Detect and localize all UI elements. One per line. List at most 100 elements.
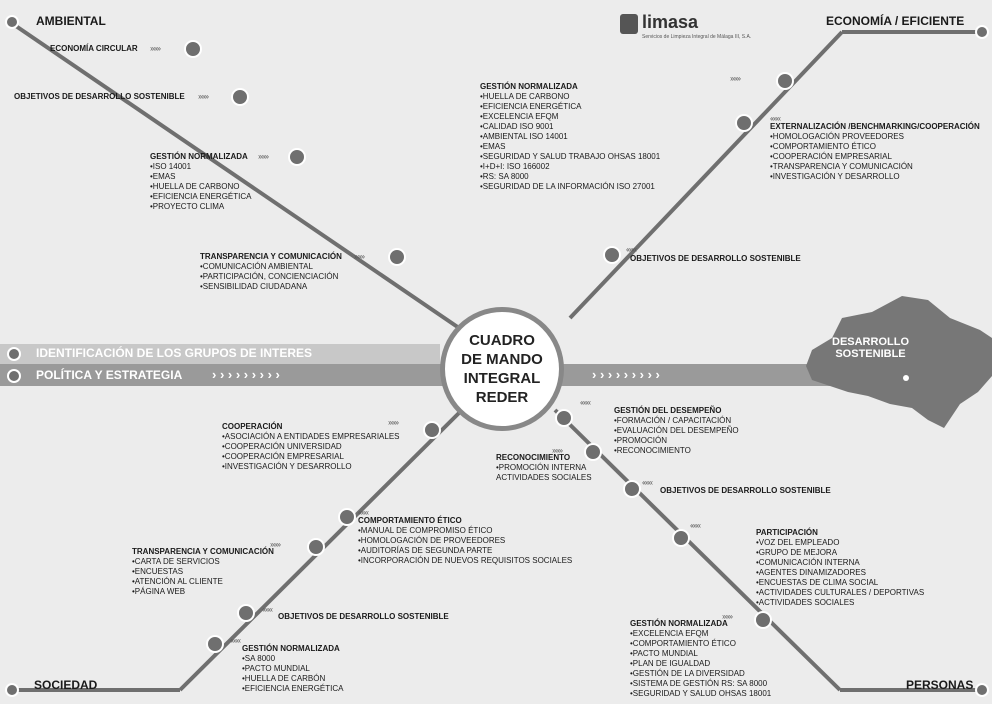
ambiental-economia-circular: ECONOMÍA CIRCULAR [50, 44, 138, 54]
chevron-marks: ‹‹‹‹‹‹ [580, 398, 591, 407]
center-hub: CUADRO DE MANDO INTEGRAL REDER [440, 307, 564, 431]
label-item: •PROMOCIÓN [614, 436, 668, 445]
label-item: •GRUPO DE MEJORA [756, 548, 838, 557]
label-item: •PACTO MUNDIAL [630, 649, 698, 658]
chevron-marks: ‹‹‹‹‹‹ [642, 478, 653, 487]
personas-reconocimiento: RECONOCIMIENTO •PROMOCIÓN INTERNA ACTIVI… [496, 453, 592, 483]
logo-subtitle: Servicios de Limpieza Integral de Málaga… [642, 34, 752, 40]
chevron-marks: ›››››› [150, 44, 161, 53]
label-item: •EMAS [480, 142, 506, 151]
station [423, 421, 441, 439]
personas-ods: OBJETIVOS DE DESARROLLO SOSTENIBLE [660, 486, 831, 496]
label-item: •GESTIÓN DE LA DIVERSIDAD [630, 669, 745, 678]
label-item: •PROYECTO CLIMA [150, 202, 225, 211]
label-item: •EVALUACIÓN DEL DESEMPEÑO [614, 426, 739, 435]
label-item: •ACTIVIDADES SOCIALES [756, 598, 855, 607]
label-item: •EXCELENCIA EFQM [630, 629, 709, 638]
label-item: •RECONOCIMIENTO [614, 446, 691, 455]
label-item: •INVESTIGACIÓN Y DESARROLLO [222, 462, 352, 471]
sociedad-comportamiento: COMPORTAMIENTO ÉTICO •MANUAL DE COMPROMI… [358, 516, 572, 566]
region-map [806, 296, 992, 428]
center-line-4: REDER [475, 389, 529, 406]
label-item: •EFICIENCIA ENERGÉTICA [242, 684, 344, 693]
label-item: •I+D+I: ISO 166002 [480, 162, 550, 171]
ambiental-transparencia: TRANSPARENCIA Y COMUNICACIÓN •COMUNICACI… [200, 252, 342, 292]
station [231, 88, 249, 106]
label-item: •TRANSPARENCIA Y COMUNICACIÓN [770, 162, 913, 171]
limasa-logo-mark [620, 14, 638, 34]
personas-desempeno: GESTIÓN DEL DESEMPEÑO •FORMACIÓN / CAPAC… [614, 406, 739, 456]
identification-bar [0, 344, 440, 364]
sociedad-transparencia: TRANSPARENCIA Y COMUNICACIÓN •CARTA DE S… [132, 547, 274, 597]
label-item: •INCORPORACIÓN DE NUEVOS REQUISITOS SOCI… [358, 556, 573, 565]
policy-bar-right [560, 364, 860, 386]
chevron-marks: ›››››› [388, 418, 399, 427]
chevron-marks: ‹‹‹‹‹‹ [626, 245, 637, 254]
center-line-3: INTEGRAL [463, 370, 541, 387]
label-item: •ASOCIACIÓN A ENTIDADES EMPRESARIALES [222, 432, 400, 441]
label-item: •RS: SA 8000 [480, 172, 529, 181]
label-item: •COOPERACIÓN EMPRESARIAL [222, 452, 344, 461]
chevron-marks: ‹‹‹‹‹‹ [230, 636, 241, 645]
label-item: •ENCUESTAS DE CLIMA SOCIAL [756, 578, 879, 587]
personas-participacion: PARTICIPACIÓN •VOZ DEL EMPLEADO •GRUPO D… [756, 528, 924, 608]
label-item: •EXCELENCIA EFQM [480, 112, 559, 121]
label-item: •SA 8000 [242, 654, 276, 663]
economia-ods: OBJETIVOS DE DESARROLLO SOSTENIBLE [630, 254, 801, 264]
chevron-marks: ›››››› [258, 152, 269, 161]
policy-chevrons-right: › › › › › › › › › [592, 367, 660, 382]
sociedad-gestion: GESTIÓN NORMALIZADA •SA 8000 •PACTO MUND… [242, 644, 343, 694]
label-item: •VOZ DEL EMPLEADO [756, 538, 840, 547]
label-item: •COOPERACIÓN UNIVERSIDAD [222, 442, 342, 451]
economia-externalizacion: EXTERNALIZACIÓN /BENCHMARKING/COOPERACIÓ… [770, 122, 980, 182]
label-item: •FORMACIÓN / CAPACITACIÓN [614, 416, 732, 425]
chevron-marks: ›››››› [354, 252, 365, 261]
label-item: •SEGURIDAD Y SALUD OHSAS 18001 [630, 689, 772, 698]
label-item: •AUDITORÍAS DE SEGUNDA PARTE [358, 546, 493, 555]
economia-gestion: GESTIÓN NORMALIZADA •HUELLA DE CARBONO •… [480, 82, 660, 192]
identification-label: IDENTIFICACIÓN DE LOS GRUPOS DE INTERES [36, 346, 313, 360]
label-item: •ISO 14001 [150, 162, 192, 171]
label-item: •AGENTES DINAMIZADORES [756, 568, 866, 577]
label-item: •EFICIENCIA ENERGÉTICA [150, 192, 252, 201]
station [603, 246, 621, 264]
station [184, 40, 202, 58]
label-item: •ENCUESTAS [132, 567, 184, 576]
label-title: GESTIÓN DEL DESEMPEÑO [614, 406, 722, 415]
chevron-marks: ‹‹‹‹‹‹ [358, 508, 369, 517]
label-title: EXTERNALIZACIÓN /BENCHMARKING/COOPERACIÓ… [770, 122, 980, 131]
chevron-marks: ‹‹‹‹‹‹ [262, 605, 273, 614]
map-point [903, 375, 909, 381]
station-end [975, 25, 989, 39]
policy-chevrons-left: › › › › › › › › › [212, 367, 280, 382]
station [555, 409, 573, 427]
heading-ambiental: AMBIENTAL [36, 14, 106, 28]
label-title: ECONOMÍA CIRCULAR [50, 44, 138, 53]
label-item: •SENSIBILIDAD CIUDADANA [200, 282, 308, 291]
label-title: PARTICIPACIÓN [756, 528, 818, 537]
label-item: •COMPORTAMIENTO ÉTICO [770, 142, 876, 151]
logo-name: limasa [642, 12, 699, 32]
chevron-marks: ›››››› [270, 540, 281, 549]
center-line-2: DE MANDO [461, 351, 543, 368]
station [338, 508, 356, 526]
label-item: •COMUNICACIÓN AMBIENTAL [200, 262, 313, 271]
label-item: •INVESTIGACIÓN Y DESARROLLO [770, 172, 900, 181]
label-item: ACTIVIDADES SOCIALES [496, 473, 592, 482]
heading-economia: ECONOMÍA / EFICIENTE [826, 14, 965, 28]
label-item: •PROMOCIÓN INTERNA [496, 463, 587, 472]
label-item: •PARTICIPACIÓN, CONCIENCIACIÓN [200, 272, 339, 281]
label-title: GESTIÓN NORMALIZADA [630, 619, 728, 628]
station [237, 604, 255, 622]
destination-line-1: DESARROLLO [832, 336, 909, 348]
ambiental-ods: OBJETIVOS DE DESARROLLO SOSTENIBLE [14, 92, 185, 102]
station [623, 480, 641, 498]
label-item: •CARTA DE SERVICIOS [132, 557, 220, 566]
personas-line [553, 408, 842, 692]
center-line-1: CUADRO [469, 332, 535, 349]
chevron-marks: ›››››› [722, 612, 733, 621]
label-item: •COOPERACIÓN EMPRESARIAL [770, 152, 892, 161]
station [206, 635, 224, 653]
chevron-marks: ‹‹‹‹‹‹ [770, 114, 781, 123]
label-item: •SEGURIDAD Y SALUD TRABAJO OHSAS 18001 [480, 152, 661, 161]
